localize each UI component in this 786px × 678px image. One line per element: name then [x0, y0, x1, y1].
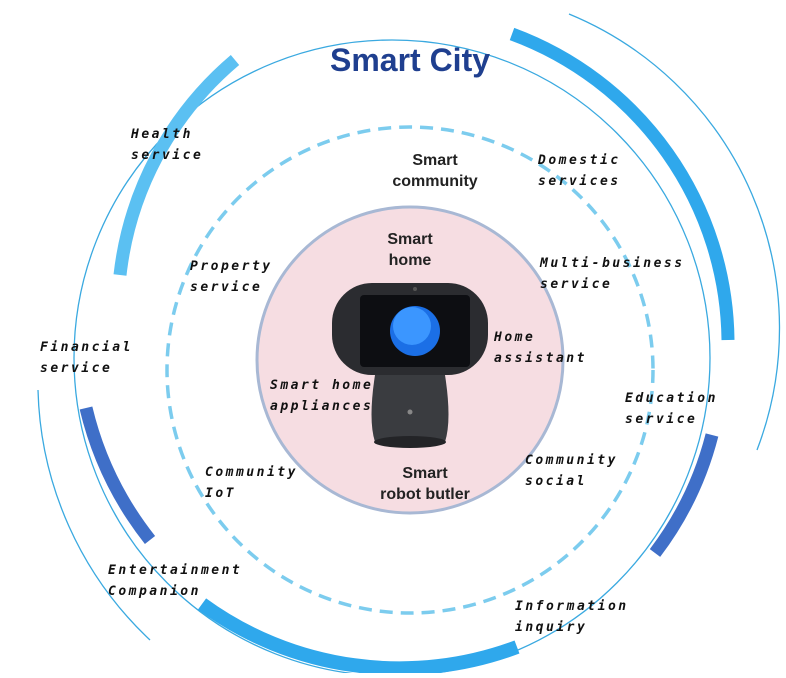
robot-image: [332, 283, 488, 448]
arc-bottom: [197, 598, 520, 676]
right-thin-arc: [568, 13, 781, 451]
diagram-title: Smart City: [329, 42, 491, 78]
arc-left-dark: [79, 406, 156, 545]
arc-top-left: [113, 55, 240, 276]
arc-right-dark: [649, 433, 719, 557]
left-thin-arc: [37, 389, 151, 641]
community-ring: [165, 125, 655, 615]
arc-top-right: [509, 27, 735, 341]
